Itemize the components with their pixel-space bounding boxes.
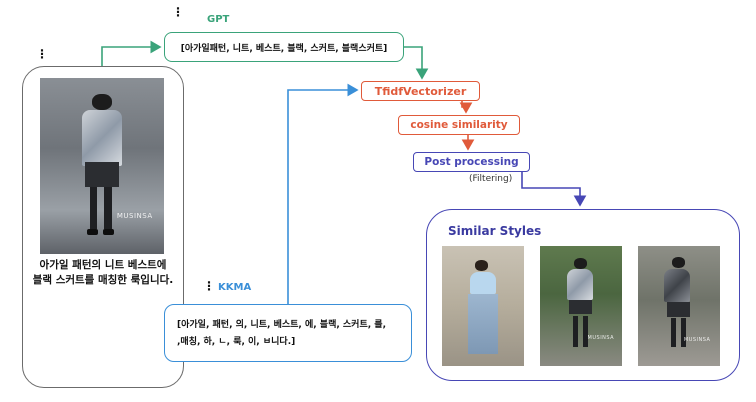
photo-watermark: MUSINSA (683, 337, 711, 344)
figure-leg-left (670, 318, 676, 347)
figure-jeans (468, 294, 498, 354)
kkma-output-box: [아가일, 패턴, 의, 니트, 베스트, 에, 블랙, 스커트, 를, ,매칭… (164, 304, 412, 362)
post-processing-node: Post processing (413, 152, 530, 172)
figure-leg-right (104, 187, 112, 230)
arrow-post-to-results (521, 172, 587, 207)
input-caption: 아가일 패턴의 니트 베스트에 블랙 스커트를 매칭한 룩입니다. (32, 259, 174, 286)
result-photo-3: MUSINSA (638, 246, 720, 366)
kkma-output-line1: [아가일, 패턴, 의, 니트, 베스트, 에, 블랙, 스커트, 를, (177, 320, 386, 330)
figure-skirt (666, 302, 690, 317)
cosine-similarity-node: cosine similarity (398, 115, 520, 135)
figure-skirt (568, 300, 592, 315)
figure-head (671, 256, 685, 268)
figure-leg-left (89, 187, 98, 230)
tfidf-vectorizer-node: TfidfVectorizer (361, 81, 480, 101)
photo-watermark: MUSINSA (116, 211, 153, 220)
arrow-tfidf-to-cosine (459, 101, 473, 114)
figure-shoe-left (87, 229, 99, 235)
kkma-label: KKMA (218, 282, 252, 293)
figure-leg-right (582, 315, 588, 347)
result-photo-2: MUSINSA (540, 246, 622, 366)
gpt-output-box: [아가일패턴, 니트, 베스트, 블랙, 스커트, 블랙스커트] (164, 32, 404, 62)
figure-shoe-right (103, 229, 115, 235)
ellipsis-dots-gpt: ⋮ (172, 5, 184, 19)
figure-top (469, 272, 497, 294)
ellipsis-dots-input: ⋮ (36, 47, 48, 61)
ellipsis-dots-kkma: ⋮ (203, 279, 215, 293)
arrow-kkma-to-tfidf (287, 83, 359, 304)
arrow-gpt-to-tfidf (404, 46, 429, 80)
similar-styles-title: Similar Styles (448, 224, 542, 238)
figure-leg-right (680, 318, 686, 347)
figure-skirt (84, 162, 120, 188)
figure-vest (567, 268, 594, 300)
kkma-output-line2: ,매칭, 하, ㄴ, 룩, 이, ㅂ니다.] (177, 337, 296, 347)
figure-head (474, 260, 488, 272)
figure-head (573, 258, 587, 269)
figure-leg-left (572, 315, 578, 347)
figure-head (92, 93, 112, 110)
figure-vest (82, 109, 122, 166)
figure-vest (664, 268, 691, 303)
filtering-note: (Filtering) (469, 174, 513, 184)
result-photo-1 (442, 246, 524, 366)
gpt-label: GPT (207, 14, 230, 25)
photo-watermark: MUSINSA (587, 334, 615, 341)
input-photo: MUSINSA (40, 78, 164, 254)
arrow-input-to-gpt (101, 40, 162, 66)
